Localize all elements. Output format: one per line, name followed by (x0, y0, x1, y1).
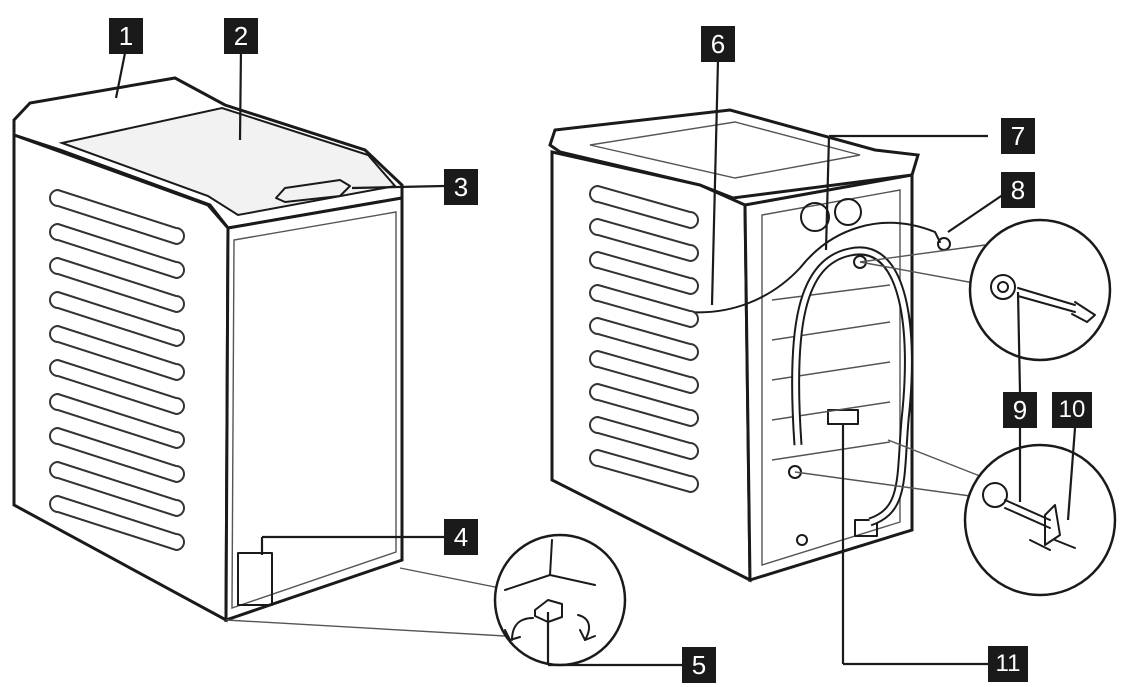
vent-slot (49, 392, 185, 450)
vent-slot (49, 290, 185, 348)
vent-slot (49, 324, 185, 382)
adjustable-foot-detail (225, 533, 627, 667)
power-cable (687, 221, 941, 314)
rear-machine-vent-slots (589, 184, 699, 494)
transport-bolt-detail-top (859, 218, 1112, 362)
side-vent-slots (49, 188, 185, 552)
vent-slot (49, 426, 185, 484)
transport-bolt-detail-bottom (794, 439, 1117, 597)
callout-1: 1 (109, 18, 143, 54)
right-machine (548, 108, 951, 583)
left-machine-side (12, 132, 230, 623)
callout-7: 7 (1001, 118, 1035, 154)
vent-slot (49, 256, 185, 314)
left-machine (12, 76, 404, 623)
callout-5: 5 (682, 647, 716, 683)
vent-slot (589, 349, 699, 395)
callout-2: 2 (224, 18, 258, 54)
vent-slot (589, 283, 699, 329)
callout-10: 10 (1052, 392, 1092, 428)
vent-slot (589, 448, 699, 494)
rating-plate (237, 552, 273, 606)
callout-6: 6 (701, 26, 735, 62)
vent-slot (589, 382, 699, 428)
callout-9: 9 (1003, 392, 1037, 428)
callout-11: 11 (988, 646, 1028, 682)
vent-slot (49, 460, 185, 518)
callout-8: 8 (1001, 172, 1035, 208)
vent-slot (49, 494, 185, 552)
vent-slot (589, 184, 699, 230)
vent-slot (49, 222, 185, 280)
vent-slot (589, 217, 699, 263)
callout-4: 4 (444, 519, 478, 555)
vent-slot (589, 250, 699, 296)
vent-slot (49, 188, 185, 246)
left-machine-front (224, 196, 404, 623)
vent-slot (589, 415, 699, 461)
callout-3: 3 (444, 169, 478, 205)
vent-slot (589, 316, 699, 362)
vent-slot (49, 358, 185, 416)
door-handle (275, 179, 351, 203)
callout-leaders (114, 47, 1077, 667)
right-machine-back (743, 173, 914, 583)
